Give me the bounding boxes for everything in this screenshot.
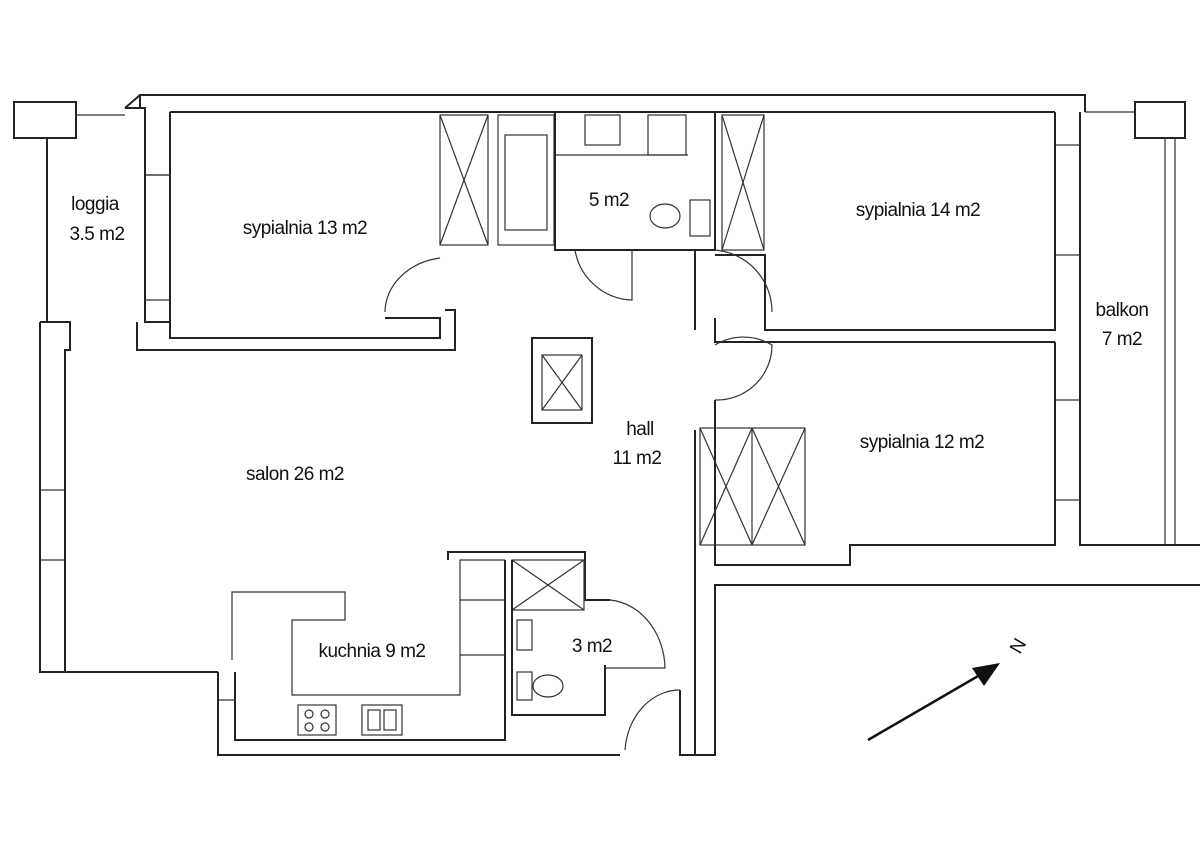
column (13, 101, 77, 139)
north-arrow-icon (867, 670, 986, 742)
walls (13, 94, 1200, 756)
hall-name: hall (626, 419, 654, 440)
living-room-label: salon 26 m2 (246, 464, 344, 485)
balcony-name: balkon (1096, 300, 1149, 321)
wc-label: 3 m2 (572, 636, 612, 657)
bedroom-13-label: sypialnia 13 m2 (243, 218, 368, 239)
fixtures (231, 111, 806, 736)
north-label: N (1006, 636, 1031, 658)
bedroom-14-label: sypialnia 14 m2 (856, 200, 981, 221)
hall-area: 11 m2 (613, 448, 662, 469)
loggia-area: 3.5 m2 (69, 224, 124, 245)
kitchen-label: kuchnia 9 m2 (318, 641, 425, 662)
bedroom-12-label: sypialnia 12 m2 (860, 432, 985, 453)
compass: N (867, 636, 1031, 742)
balcony-area: 7 m2 (1102, 329, 1142, 350)
loggia-name: loggia (71, 194, 120, 215)
column (1134, 101, 1186, 139)
bathroom-label: 5 m2 (589, 190, 629, 211)
doors (384, 249, 773, 751)
room-labels: loggia 3.5 m2 sypialnia 13 m2 5 m2 sypia… (69, 190, 1149, 662)
